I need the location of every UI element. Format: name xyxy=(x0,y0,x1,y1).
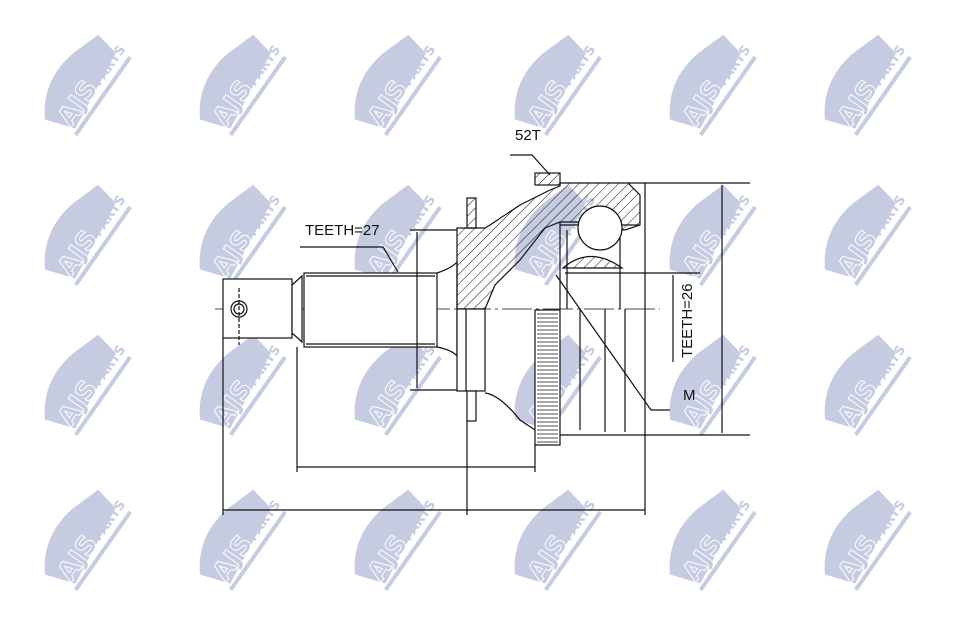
ajs-parts-watermark: AJS PARTS xyxy=(500,30,620,150)
outer-bell xyxy=(559,182,646,436)
52t-label: 52T xyxy=(515,127,541,144)
ajs-parts-watermark: AJS PARTS xyxy=(810,485,930,605)
ajs-parts-watermark: AJS PARTS xyxy=(30,180,150,300)
ajs-parts-watermark: AJS PARTS xyxy=(810,330,930,450)
ajs-parts-watermark: AJS PARTS xyxy=(500,485,620,605)
shaft-stub xyxy=(222,278,293,339)
teeth-27-label: TEETH=27 xyxy=(305,222,380,239)
thread-label: M xyxy=(683,387,696,404)
ajs-parts-watermark: AJS PARTS xyxy=(185,30,305,150)
ajs-parts-watermark: AJS PARTS xyxy=(655,330,775,450)
ajs-parts-watermark: AJS PARTS xyxy=(30,330,150,450)
ajs-parts-watermark: AJS PARTS xyxy=(30,30,150,150)
ajs-parts-watermark: AJS PARTS xyxy=(185,180,305,300)
ajs-parts-watermark: AJS PARTS xyxy=(655,485,775,605)
ajs-parts-watermark: AJS PARTS xyxy=(340,485,460,605)
ajs-parts-watermark: AJS PARTS xyxy=(655,180,775,300)
ajs-parts-watermark: AJS PARTS xyxy=(185,485,305,605)
ajs-parts-watermark: AJS PARTS xyxy=(810,180,930,300)
ball xyxy=(577,205,623,251)
spline-shaft xyxy=(303,272,438,348)
ajs-parts-watermark: AJS PARTS xyxy=(30,485,150,605)
boot-pin xyxy=(466,197,477,229)
ajs-parts-watermark: AJS PARTS xyxy=(340,330,460,450)
ajs-parts-watermark: AJS PARTS xyxy=(810,30,930,150)
teeth-26-label: TEETH=26 xyxy=(679,283,696,358)
ajs-parts-watermark: AJS PARTS xyxy=(655,30,775,150)
ajs-parts-watermark: AJS PARTS xyxy=(340,30,460,150)
abs-ring xyxy=(534,309,561,446)
abs-block xyxy=(534,172,561,186)
ajs-parts-watermark: AJS PARTS xyxy=(185,330,305,450)
